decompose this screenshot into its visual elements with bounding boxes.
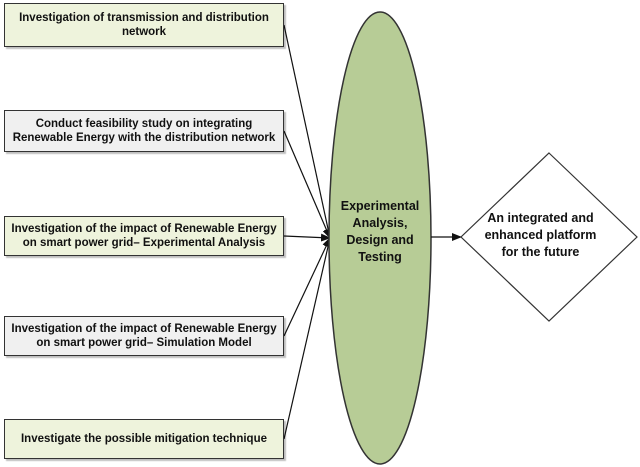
input-box-transmission: Investigation of transmission and distri… xyxy=(4,3,284,47)
result-label: An integrated and enhanced platform for … xyxy=(484,211,597,259)
input-box-feasibility: Conduct feasibility study on integrating… xyxy=(4,110,284,152)
input-box-simulation: Investigation of the impact of Renewable… xyxy=(4,316,284,356)
connector-3 xyxy=(283,233,331,242)
connector-2 xyxy=(283,130,331,239)
connector-1 xyxy=(283,24,333,239)
input-label-3: Investigation of the impact of Renewable… xyxy=(11,223,277,249)
input-box-experimental: Investigation of the impact of Renewable… xyxy=(4,216,284,256)
input-label-1: Investigation of transmission and distri… xyxy=(19,12,269,38)
input-label-5: Investigate the possible mitigation tech… xyxy=(20,433,267,445)
connector-4 xyxy=(283,237,331,337)
center-label: Experimental Analysis, Design and Testin… xyxy=(340,199,420,264)
input-label-2: Conduct feasibility study on integrating… xyxy=(12,118,276,144)
connector-5 xyxy=(283,237,332,440)
input-label-4: Investigation of the impact of Renewable… xyxy=(11,323,277,349)
result-diamond xyxy=(460,152,638,322)
input-box-mitigation: Investigate the possible mitigation tech… xyxy=(4,419,284,459)
center-ellipse xyxy=(328,11,432,465)
